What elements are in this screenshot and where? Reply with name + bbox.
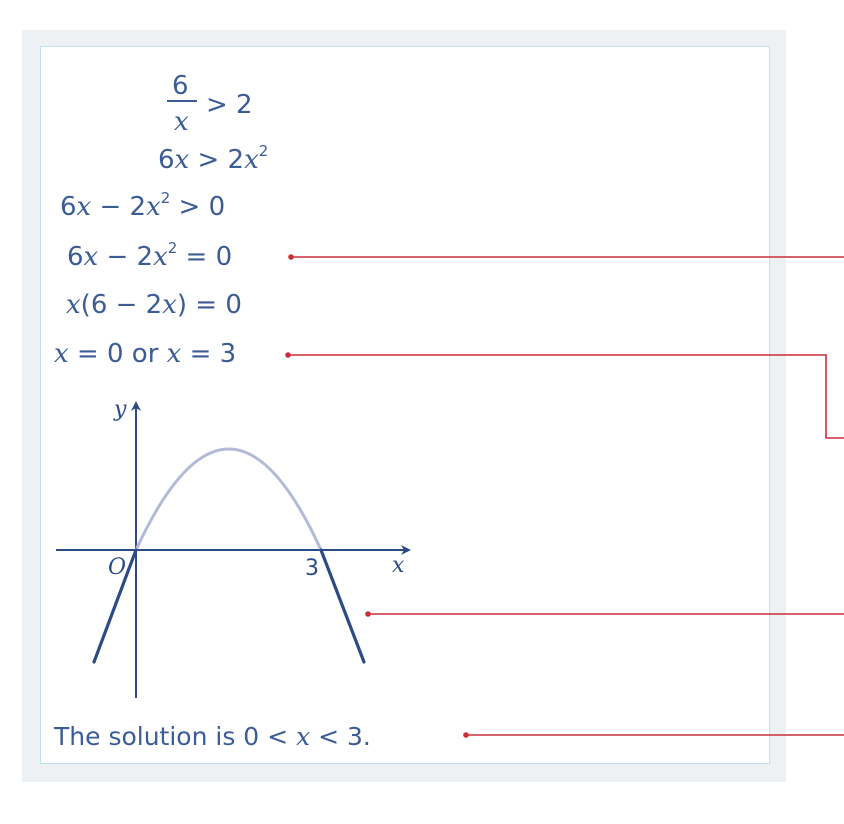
y-axis-label: y — [113, 397, 127, 422]
step-1-rhs: > 2 — [206, 90, 253, 120]
fraction-denominator: x — [174, 107, 189, 137]
parabola-right-branch — [319, 548, 366, 664]
root-tick-label: 3 — [305, 556, 319, 581]
step-6-roots: x = 0 or x = 3 — [54, 339, 236, 369]
step-3-inequality: 6x − 2x2 > 0 — [60, 189, 225, 222]
step-5-factorised: x(6 − 2x) = 0 — [66, 290, 242, 320]
parabola-upper-faded — [134, 447, 323, 551]
parabola-left-branch — [92, 548, 138, 664]
origin-label: O — [108, 555, 126, 580]
solution-statement: The solution is 0 < x < 3. — [53, 722, 371, 751]
step-1-inequality: 6 x > 2 — [167, 71, 253, 137]
pointer-lines — [285, 254, 844, 738]
content-panel — [40, 46, 770, 764]
pointer-line-step-6 — [288, 354, 844, 439]
step-4-equation: 6x − 2x2 = 0 — [67, 239, 232, 272]
parabola-graph: y x O 3 — [56, 397, 411, 698]
x-axis-label: x — [392, 553, 405, 578]
fraction-numerator: 6 — [172, 71, 189, 101]
step-2-inequality: 6x > 2x2 — [158, 142, 268, 175]
